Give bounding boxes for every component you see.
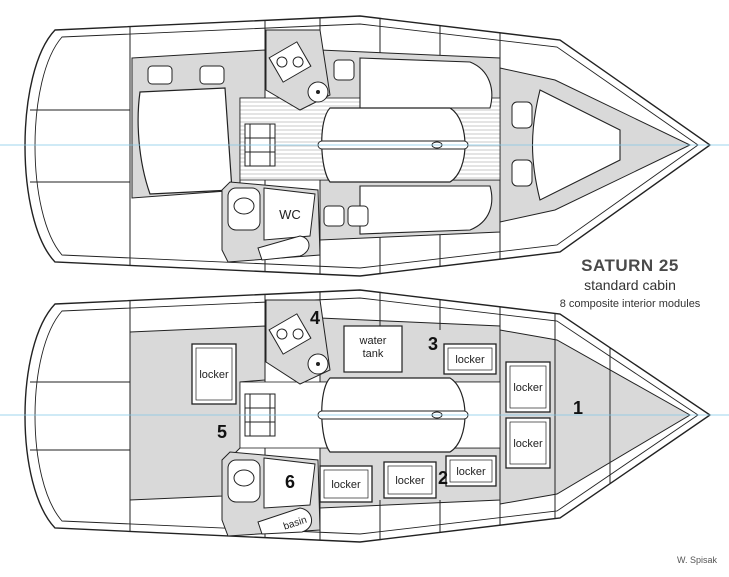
wc-label: WC — [279, 207, 301, 222]
bottom-stove-icon — [268, 313, 312, 355]
water-tank-label-2: tank — [363, 348, 384, 360]
locker-aft-label: locker — [199, 369, 229, 381]
bottom-deck-edge — [34, 297, 699, 535]
locker-2b-label: locker — [395, 475, 425, 487]
top-aft-berth — [137, 87, 233, 195]
module-number-2: 2 — [438, 468, 448, 488]
locker-fore-2-label: locker — [513, 438, 543, 450]
top-saloon-cushion-2 — [323, 205, 345, 227]
module-number-6: 6 — [285, 472, 295, 492]
top-berth-starboard — [359, 57, 493, 109]
title-block: SATURN 25 standard cabin 8 composite int… — [540, 256, 720, 310]
water-tank-label-1: water — [359, 335, 387, 347]
locker-2c-label: locker — [456, 466, 486, 478]
top-stove-icon — [268, 41, 312, 83]
boat-title: SATURN 25 — [581, 256, 679, 275]
top-aft-cushion-2 — [199, 65, 225, 85]
bottom-plan: locker water tank locker — [0, 289, 729, 543]
water-tank — [343, 325, 403, 373]
top-forepeak-cushion-2 — [511, 159, 533, 187]
top-berth-port — [359, 185, 493, 235]
top-forepeak-cushion-1 — [511, 101, 533, 129]
module-number-5: 5 — [217, 422, 227, 442]
module-number-3: 3 — [428, 334, 438, 354]
locker-fore-1-label: locker — [513, 382, 543, 394]
top-saloon-cushion-3 — [347, 205, 369, 227]
boat-caption: 8 composite interior modules — [559, 298, 701, 310]
top-plan: WC — [0, 15, 729, 277]
top-deck-edge — [34, 23, 699, 269]
top-aft-cushion-1 — [147, 65, 173, 85]
module-number-4: 4 — [310, 308, 320, 328]
author-credit: W. Spisak — [676, 555, 717, 565]
boat-subtitle: standard cabin — [584, 277, 676, 293]
top-saloon-cushion-1 — [333, 59, 355, 81]
locker-3-label: locker — [455, 354, 485, 366]
basin — [257, 507, 312, 535]
module-number-1: 1 — [573, 398, 583, 418]
locker-2a-label: locker — [331, 479, 361, 491]
